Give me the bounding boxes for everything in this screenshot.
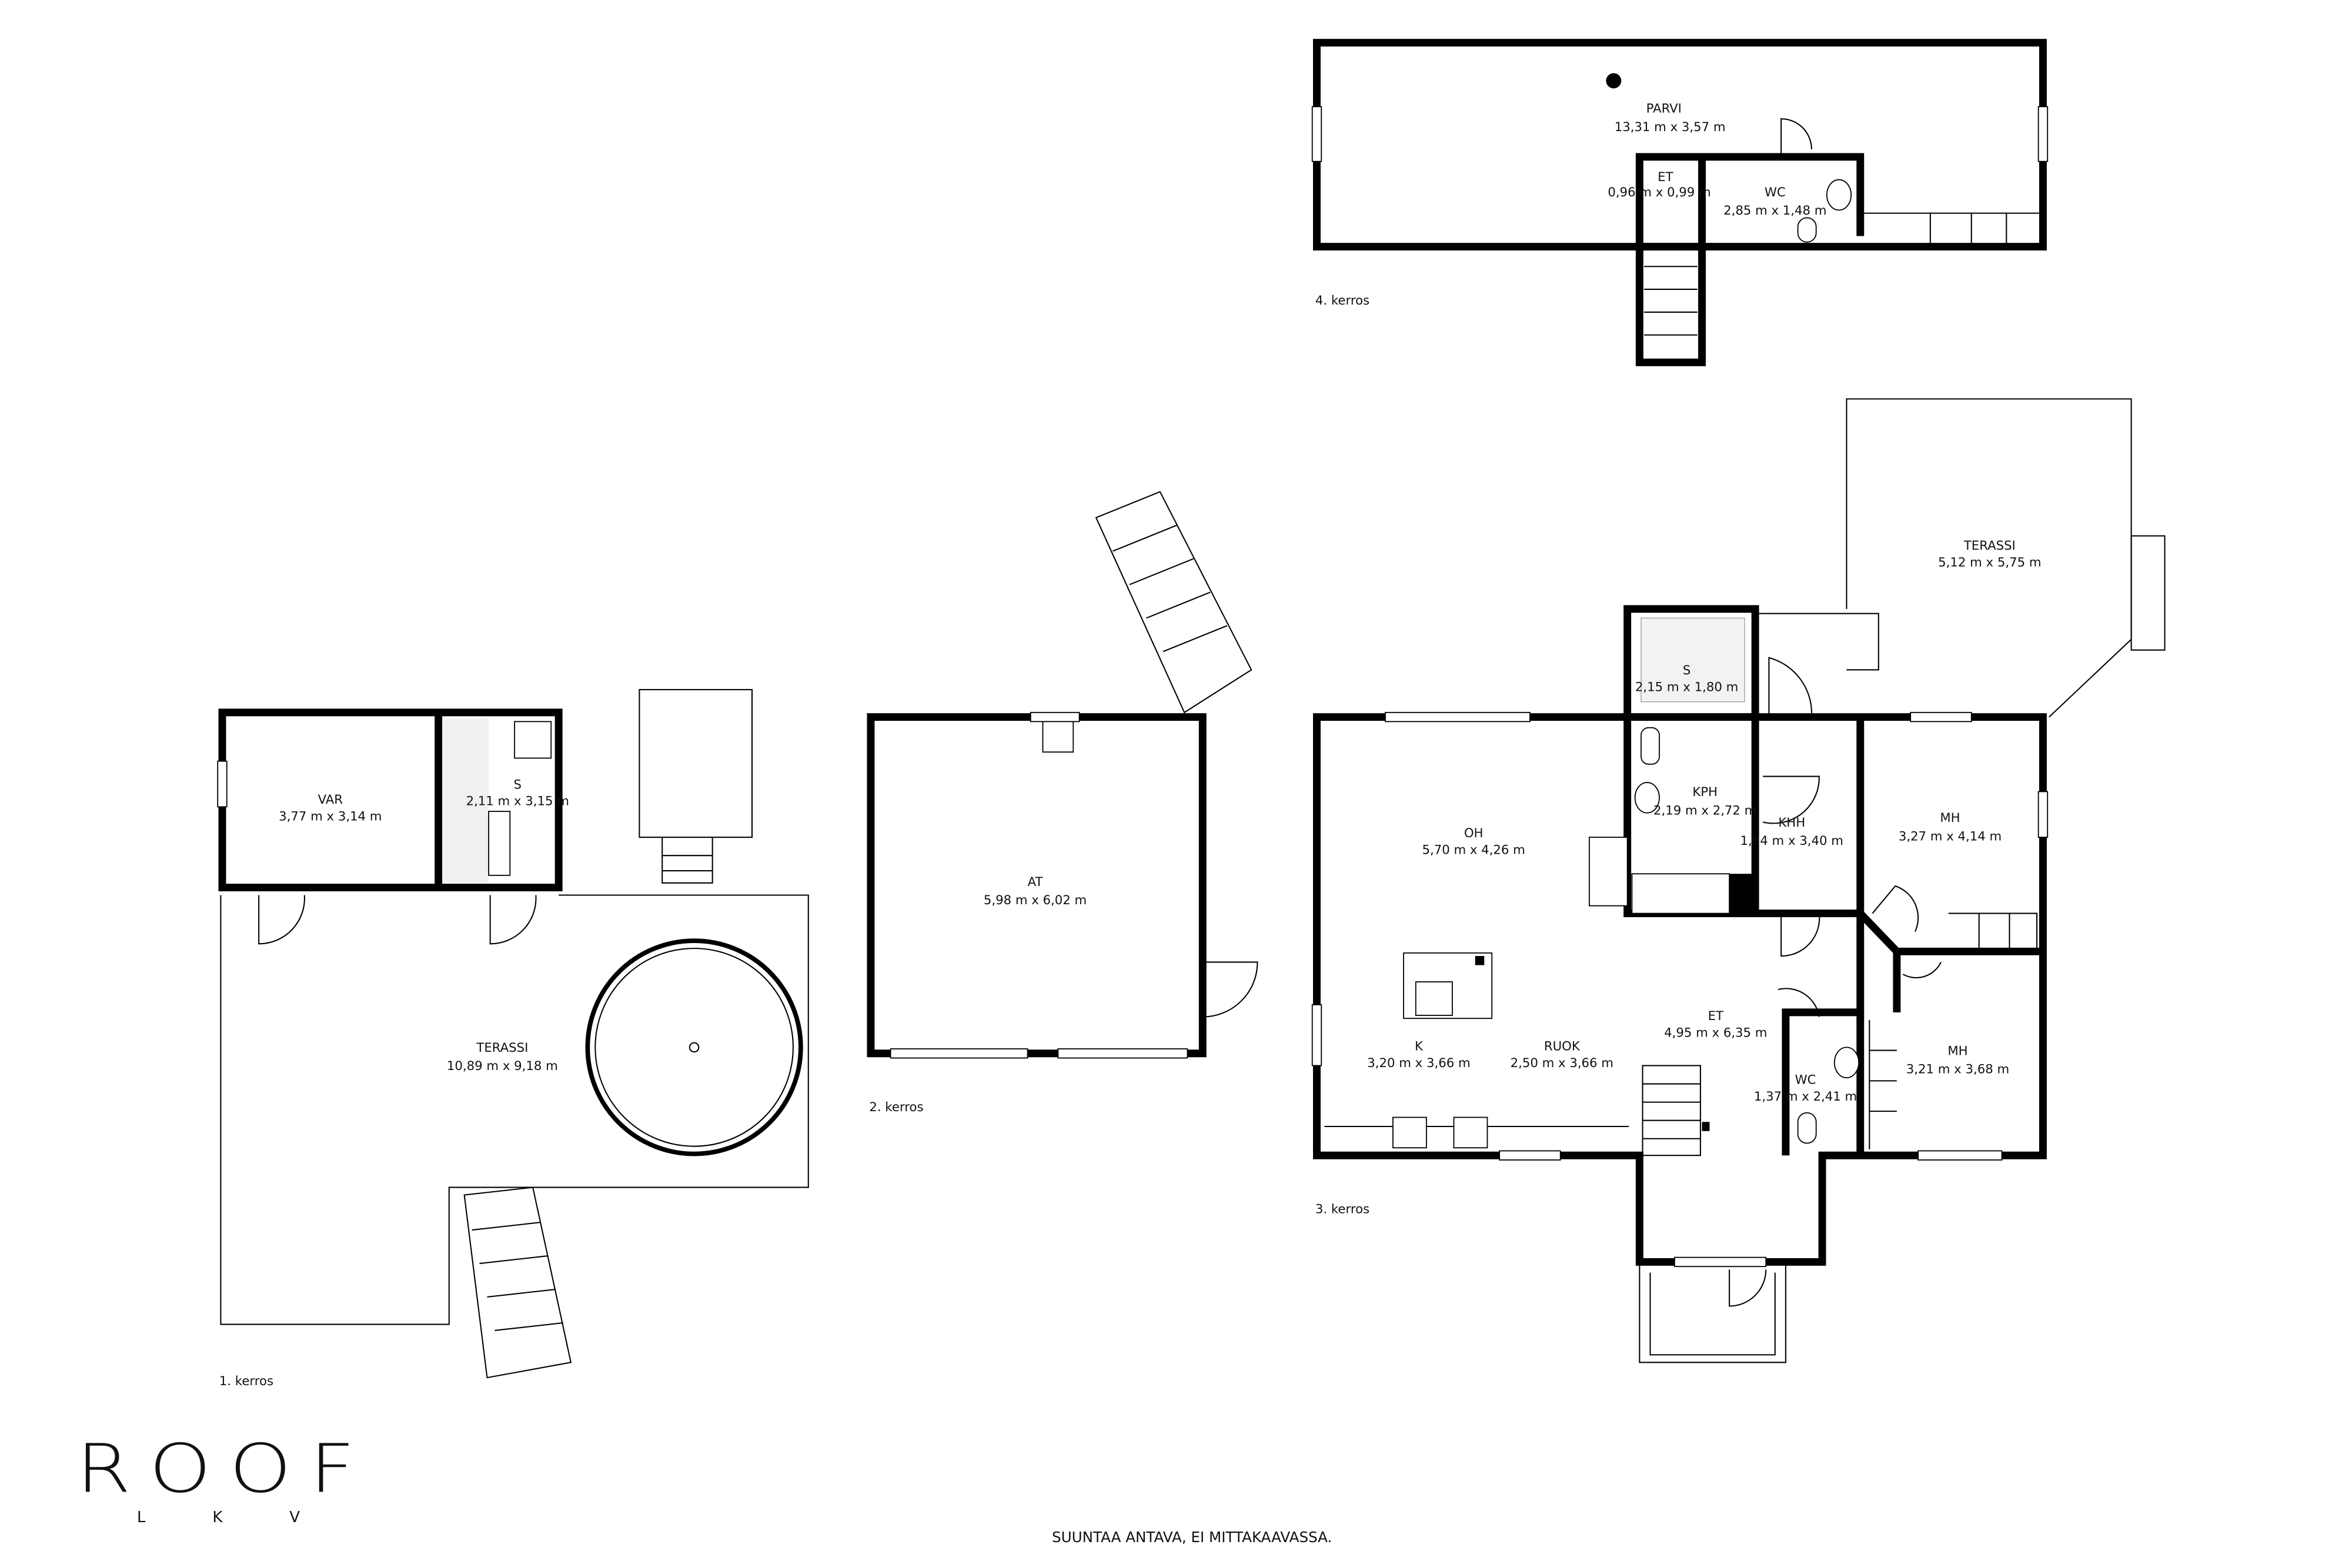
room-size: 13,31 m x 3,57 m xyxy=(1615,120,1726,135)
disclaimer: SUUNTAA ANTAVA, EI MITTAKAAVASSA. xyxy=(1052,1529,1332,1546)
room-name: ET xyxy=(1658,170,1673,185)
room-name: OH xyxy=(1464,826,1484,841)
room-size: 1,84 m x 3,40 m xyxy=(1740,834,1843,848)
room-name: MH xyxy=(1947,1044,1967,1058)
room-size: 5,12 m x 5,75 m xyxy=(1938,555,2041,570)
room-size: 3,21 m x 3,68 m xyxy=(1906,1062,2009,1076)
room-size: 2,50 m x 3,66 m xyxy=(1511,1056,1613,1071)
room-size: 3,27 m x 4,14 m xyxy=(1899,829,2002,844)
room-size: 2,85 m x 1,48 m xyxy=(1723,203,1826,218)
room-size: 5,98 m x 6,02 m xyxy=(984,893,1087,908)
room-size: 1,37 m x 2,41 m xyxy=(1754,1089,1857,1104)
floor-label: 3. kerros xyxy=(1315,1202,1369,1217)
room-size: 5,70 m x 4,26 m xyxy=(1422,843,1525,858)
room-name: RUOK xyxy=(1544,1039,1581,1054)
floor-label: 4. kerros xyxy=(1315,293,1369,308)
room-name: AT xyxy=(1028,875,1044,890)
room-size: 2,15 m x 1,80 m xyxy=(1635,680,1738,695)
floor-label: 2. kerros xyxy=(869,1100,923,1115)
room-size: 2,19 m x 2,72 m xyxy=(1653,803,1756,818)
room-size: 3,77 m x 3,14 m xyxy=(279,810,382,824)
room-name: TERASSI xyxy=(1963,539,2016,553)
room-name: WC xyxy=(1795,1073,1816,1088)
room-name: K xyxy=(1415,1039,1424,1054)
svg-text:LKV: LKV xyxy=(137,1509,367,1526)
floor-3-plan: TERASSI 5,12 m x 5,75 m S 2,15 m x 1,80 … xyxy=(1311,398,2166,1363)
room-size: 10,89 m x 9,18 m xyxy=(447,1059,558,1074)
floor-1-plan: VAR 3,77 m x 3,14 m S 2,11 m x 3,15 m TE… xyxy=(217,688,809,1389)
room-name: TERASSI xyxy=(476,1041,528,1055)
floor-2-plan: AT 5,98 m x 6,02 m 2. kerros xyxy=(867,491,1258,1115)
room-size: 0,96 m x 0,99 m xyxy=(1608,185,1710,200)
room-name: S xyxy=(1683,663,1690,678)
room-name: WC xyxy=(1765,185,1786,200)
room-size: 2,11 m x 3,15 m xyxy=(466,794,569,809)
svg-text:ROOF: ROOF xyxy=(76,1429,373,1507)
room-name: MH xyxy=(1940,811,1960,825)
room-name: VAR xyxy=(318,793,343,807)
room-size: 3,20 m x 3,66 m xyxy=(1367,1056,1470,1071)
room-name: S xyxy=(514,777,522,792)
room-name: KPH xyxy=(1692,785,1718,800)
room-name: ET xyxy=(1708,1009,1724,1024)
room-name: KHH xyxy=(1778,815,1805,830)
roof-lkv-logo: ROOF LKV xyxy=(76,1429,373,1526)
floor-4-plan: PARVI 13,31 m x 3,57 m ET 0,96 m x 0,99 … xyxy=(1311,39,2049,366)
floor-label: 1. kerros xyxy=(219,1374,273,1389)
room-name: PARVI xyxy=(1646,102,1682,116)
room-size: 4,95 m x 6,35 m xyxy=(1664,1025,1767,1040)
